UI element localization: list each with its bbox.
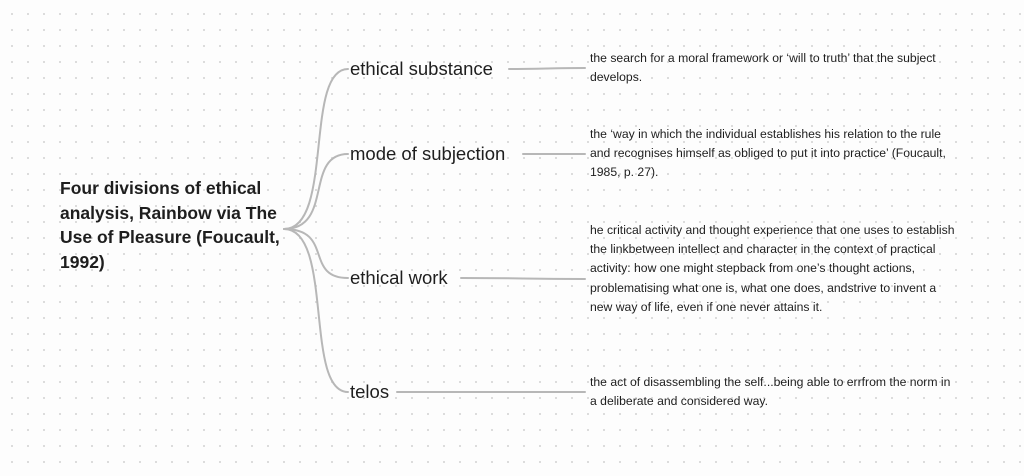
connector-mode-of-subjection xyxy=(283,153,349,230)
description-mode-of-subjection[interactable]: the ‘way in which the individual establi… xyxy=(590,127,946,180)
branch-mode-of-subjection[interactable]: mode of subjection xyxy=(350,143,506,164)
connector-ethical-substance xyxy=(283,68,349,230)
connector-ethical-work-description xyxy=(460,277,586,280)
connector-ethical-substance-description xyxy=(508,67,586,70)
description-ethical-work[interactable]: he critical activity and thought experie… xyxy=(590,223,955,314)
branch-ethical-work[interactable]: ethical work xyxy=(350,267,448,288)
branch-telos[interactable]: telos xyxy=(350,381,390,402)
description-ethical-substance[interactable]: the search for a moral framework or ‘wil… xyxy=(590,51,936,85)
connector-ethical-work xyxy=(283,228,349,279)
root-topic[interactable]: Four divisions of ethical analysis, Rain… xyxy=(60,178,280,272)
connector-telos xyxy=(283,228,349,393)
description-telos[interactable]: the act of disassembling the self...bein… xyxy=(590,375,951,409)
branch-ethical-substance[interactable]: ethical substance xyxy=(350,58,493,79)
